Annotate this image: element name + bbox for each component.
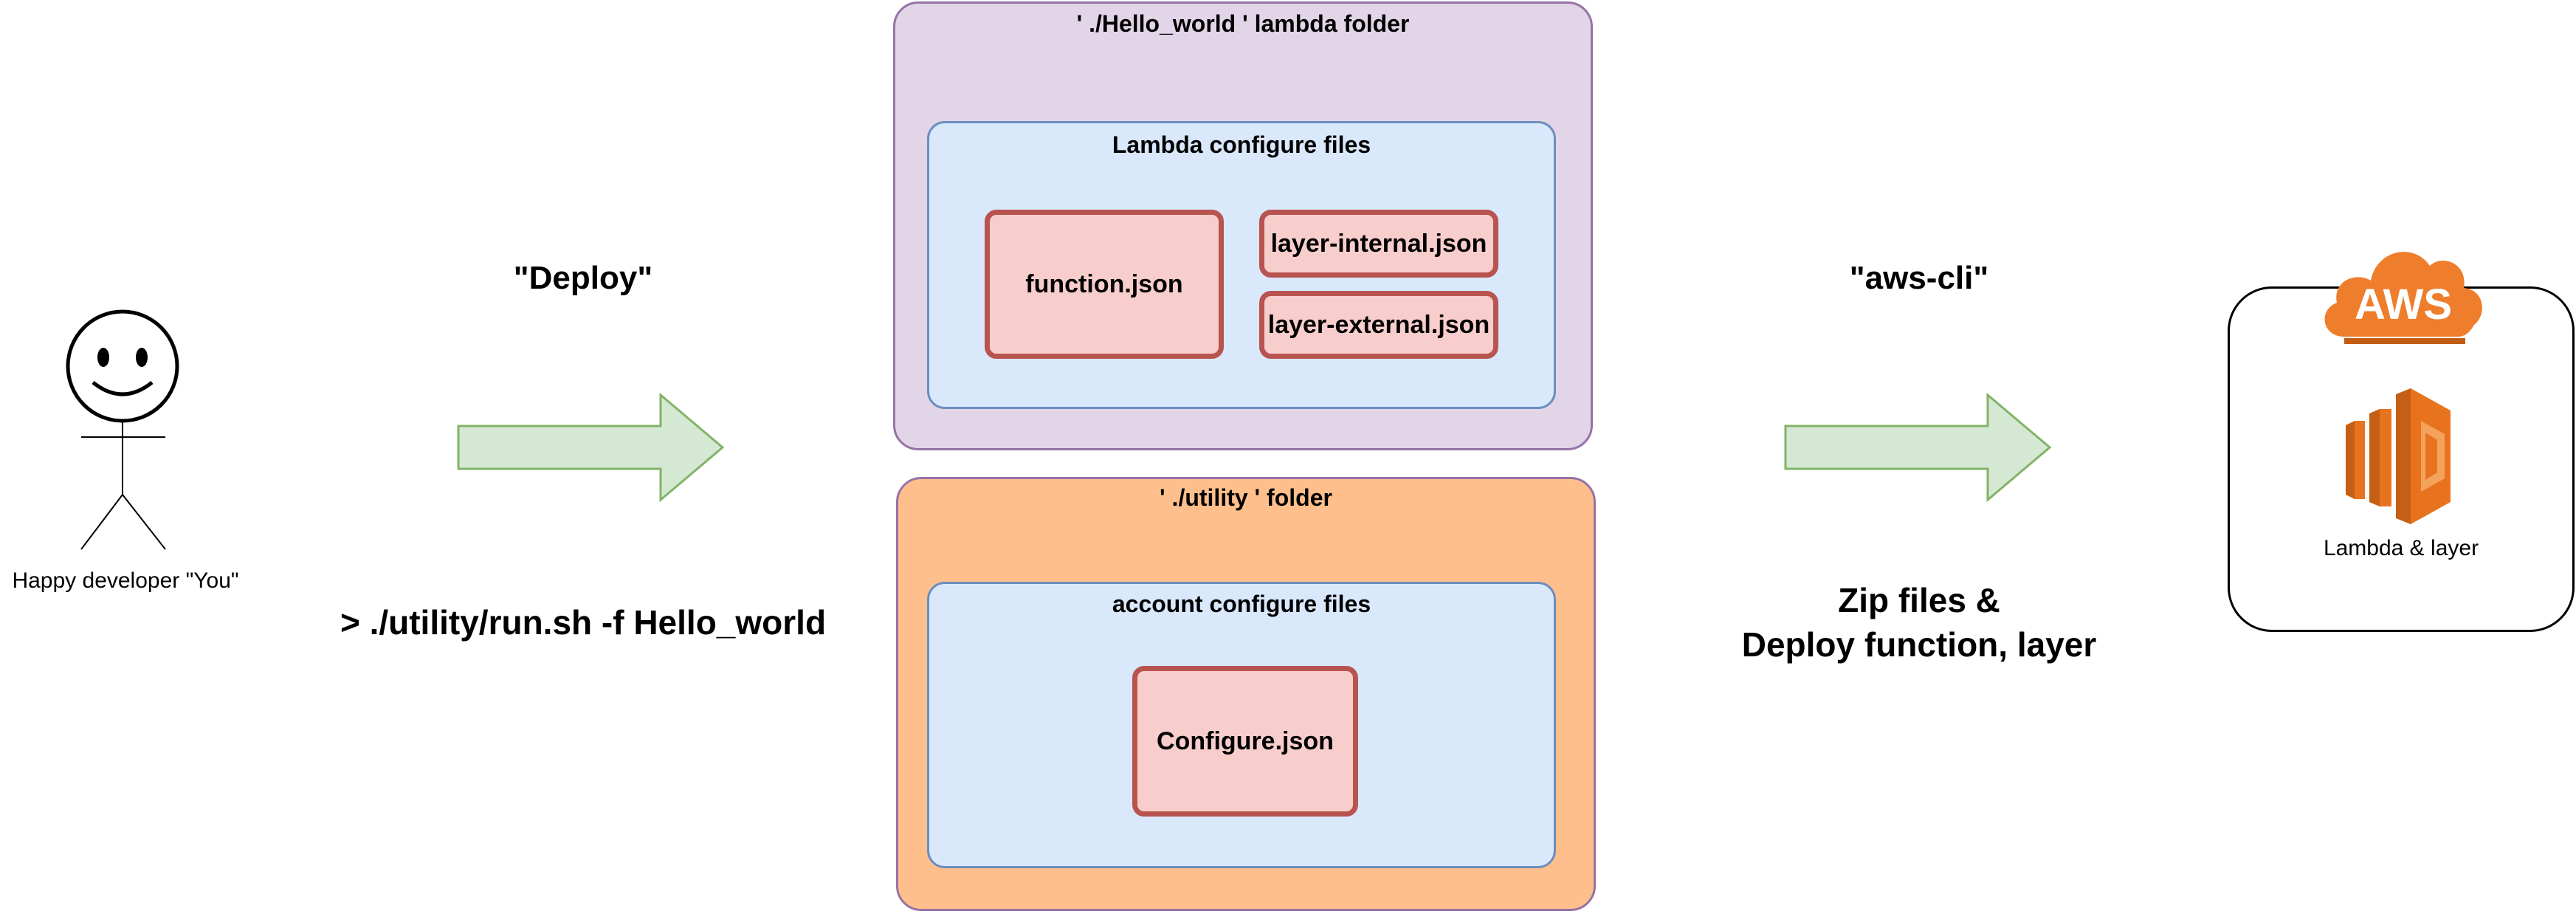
layer-external-json-file: layer-external.json [1259, 291, 1498, 359]
run-command-label: > ./utility/run.sh -f Hello_world [340, 603, 827, 642]
developer-label: Happy developer "You" [12, 568, 239, 593]
configure-json-file: Configure.json [1132, 666, 1358, 817]
deploy-arrow-icon [457, 393, 725, 502]
account-config-title: account configure files [1112, 591, 1371, 617]
aws-cli-label: "aws-cli" [1849, 260, 1989, 296]
aws-logo-text: AWS [2355, 281, 2452, 329]
aws-cloud-icon: AWS [2324, 252, 2482, 344]
lambda-folder-title: ' ./Hello_world ' lambda folder [1076, 10, 1410, 37]
stick-figure-icon [66, 309, 179, 550]
lambda-layer-label: Lambda & layer [2323, 536, 2479, 560]
lambda-service-icon [2346, 388, 2451, 524]
aws-cli-arrow-icon [1784, 393, 2052, 502]
deploy-function-layer-label: Deploy function, layer [1741, 625, 2097, 664]
lambda-config-title: Lambda configure files [1112, 131, 1371, 158]
function-json-file: function.json [985, 210, 1224, 359]
zip-files-label: Zip files & [1838, 581, 2000, 619]
layer-internal-json-file: layer-internal.json [1259, 210, 1498, 278]
deploy-label: "Deploy" [513, 260, 653, 296]
utility-folder-title: ' ./utility ' folder [1160, 484, 1332, 511]
